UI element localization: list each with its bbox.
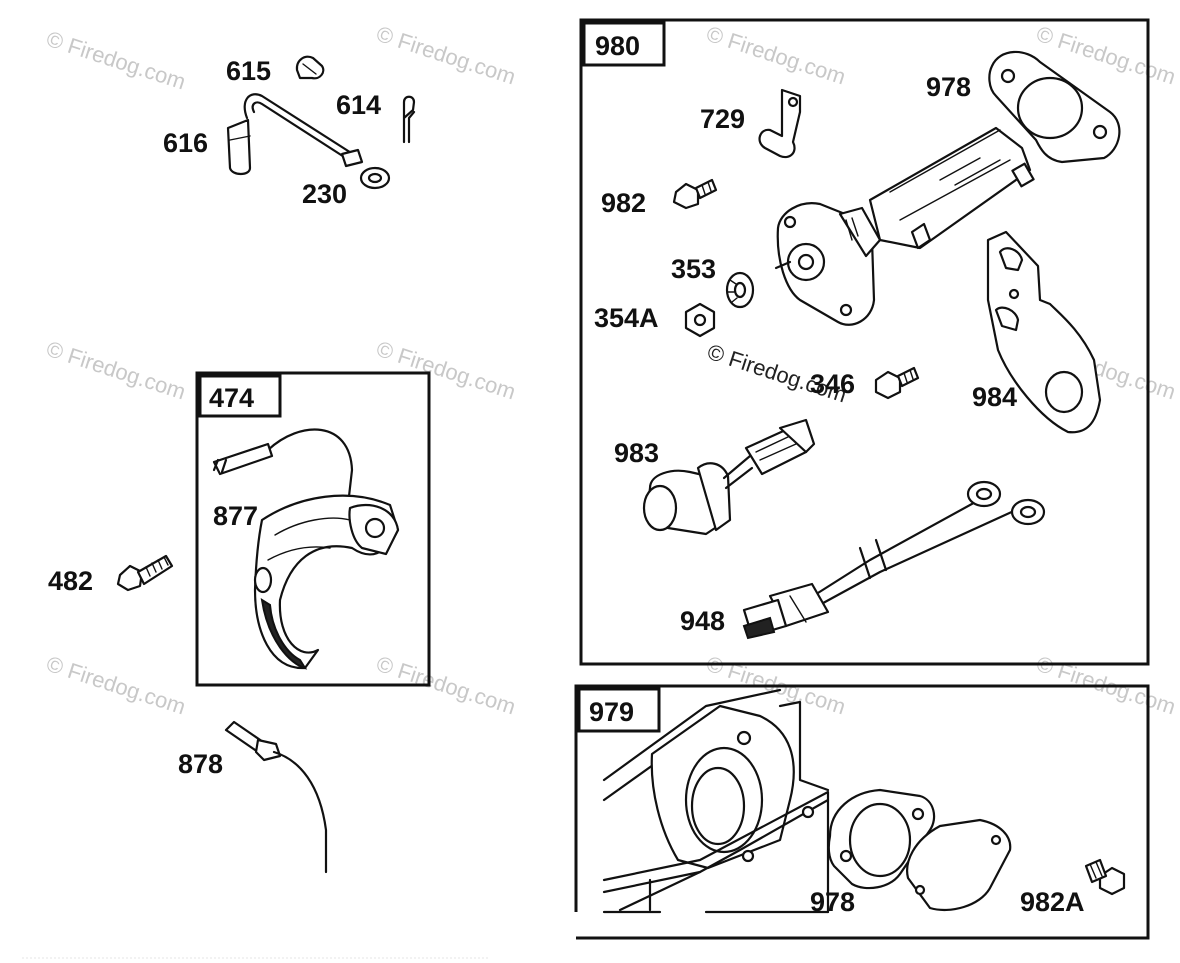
watermark: © Firedog.com <box>43 651 188 719</box>
part-982-screw <box>672 178 718 210</box>
label-729: 729 <box>700 104 745 134</box>
part-729-clip <box>758 88 802 159</box>
watermark: © Firedog.com <box>43 26 188 94</box>
label-877: 877 <box>213 501 258 531</box>
label-230: 230 <box>302 179 347 209</box>
label-982: 982 <box>601 188 646 218</box>
part-982a-screw <box>1084 858 1126 896</box>
group-979-frame <box>574 684 1150 940</box>
part-353-lock-washer <box>725 271 755 309</box>
part-615-clip <box>295 55 325 80</box>
group-980-label: 980 <box>595 31 640 61</box>
part-878-lead-wire <box>224 720 328 874</box>
label-346: 346 <box>810 369 855 399</box>
watermark: © Firedog.com <box>373 336 518 404</box>
part-983-switch <box>642 418 816 536</box>
label-878: 878 <box>178 749 223 779</box>
group-979: 979 <box>574 684 1150 940</box>
group-979-label: 979 <box>589 697 634 727</box>
watermark: © Firedog.com <box>373 21 518 89</box>
label-616: 616 <box>163 128 208 158</box>
part-346-screw <box>874 366 920 400</box>
part-877-armature <box>212 428 400 670</box>
label-353: 353 <box>671 254 716 284</box>
part-engine-block-section <box>602 688 830 914</box>
label-983: 983 <box>614 438 659 468</box>
group-980: 980 <box>579 18 1150 666</box>
label-978-bottom: 978 <box>810 887 855 917</box>
part-948-harness <box>742 480 1046 640</box>
group-980-tag <box>582 21 666 67</box>
part-978-gasket-bottom <box>827 788 936 890</box>
part-354a-nut <box>684 302 716 338</box>
label-982a: 982A <box>1020 887 1085 917</box>
part-230-washer <box>359 166 391 190</box>
label-984: 984 <box>972 382 1017 412</box>
part-starter-motor <box>774 126 1035 326</box>
part-614-cotter-pin <box>402 95 416 144</box>
label-354a: 354A <box>594 303 659 333</box>
watermark: © Firedog.com <box>43 336 188 404</box>
group-474: 474 <box>195 371 431 687</box>
label-978-top: 978 <box>926 72 971 102</box>
group-474-frame <box>195 371 431 687</box>
part-cover-plate <box>906 818 1012 912</box>
group-474-label: 474 <box>209 383 254 413</box>
label-482: 482 <box>48 566 93 596</box>
group-474-tag <box>198 374 282 418</box>
label-614: 614 <box>336 90 381 120</box>
label-615: 615 <box>226 56 271 86</box>
label-948: 948 <box>680 606 725 636</box>
group-980-frame <box>579 18 1150 666</box>
watermark: © Firedog.com <box>703 21 848 89</box>
group-979-tag <box>577 687 661 733</box>
part-616-rod <box>226 93 364 176</box>
part-482-bolt <box>116 554 174 592</box>
part-978-gasket-top <box>988 50 1121 164</box>
part-984-bracket <box>986 230 1102 434</box>
